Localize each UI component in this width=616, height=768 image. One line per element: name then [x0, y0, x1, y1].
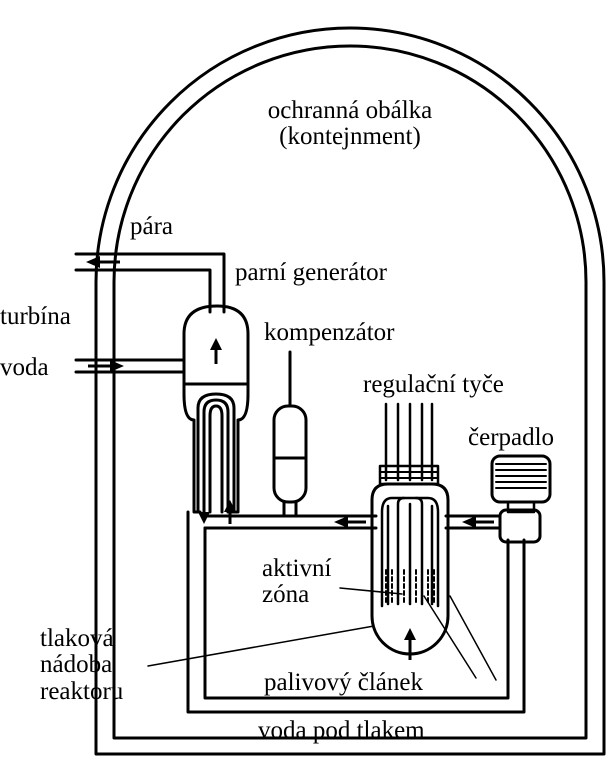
pump-body: [498, 508, 542, 544]
containment-label-line2: (kontejnment): [279, 123, 421, 151]
core-leader: [339, 587, 403, 595]
leader-lines: [147, 587, 497, 681]
pump-motor-ribs: [495, 463, 547, 489]
feedwater-pipe: [74, 358, 186, 374]
core-label-line2: zóna: [262, 581, 310, 609]
core-label: aktivní zóna: [262, 555, 332, 609]
steam-generator-label: parní generátor: [235, 259, 388, 286]
pump-label: čerpadlo: [468, 424, 555, 451]
core-label-line1: aktivní: [262, 555, 332, 582]
vessel-label-line2: nádoba: [40, 651, 113, 679]
steam-label: pára: [130, 213, 174, 240]
fuel-assembly-tubes: [380, 496, 440, 608]
water-label: voda: [0, 354, 49, 381]
sg-down-arrow-left: [198, 512, 210, 524]
steam-generator-shell: [182, 304, 250, 514]
steam-pipe: [74, 252, 226, 314]
flow-arrows: [86, 256, 494, 660]
primary-loop-inner-pipe: [203, 526, 510, 700]
fuel-leader-1: [423, 595, 477, 679]
containment-outer-wall: [94, 26, 606, 756]
control-rods-label: regulační tyče: [363, 371, 504, 398]
sg-up-arrow: [210, 338, 222, 350]
pressurizer-vessel: [272, 404, 308, 504]
vessel-label-line3: reaktoru: [40, 677, 124, 705]
core-fuel-dashes: [385, 569, 435, 605]
containment-label-line1: ochranná obálka: [267, 97, 433, 124]
vessel-label-line1: tlaková: [40, 625, 114, 652]
cold-leg-arrow: [462, 516, 476, 528]
pressurized-water-label: voda pod tlakem: [258, 717, 425, 744]
containment-inner-wall: [112, 44, 588, 740]
pressurizer-label: kompenzátor: [264, 319, 395, 346]
steam-out-arrow: [86, 256, 100, 268]
fuel-leader-2: [449, 595, 497, 681]
turbine-label: turbína: [0, 303, 71, 330]
control-rods: [384, 402, 434, 482]
primary-loop-outer-pipe: [186, 510, 526, 714]
pump-motor: [490, 454, 552, 504]
control-rod-drive-bands: [379, 471, 439, 479]
containment-label: ochranná obálka (kontejnment): [230, 97, 470, 151]
vessel-label: tlaková nádoba reaktoru: [40, 625, 124, 705]
core-up-arrow: [404, 628, 416, 640]
fuel-element-label: palivový článek: [264, 669, 423, 696]
water-in-arrow: [110, 360, 124, 372]
vessel-leader: [147, 625, 375, 667]
steam-generator-u-tubes: [196, 392, 236, 514]
pressurizer-connection: [282, 500, 298, 518]
hot-leg-arrow: [334, 516, 348, 528]
reactor-vessel: [370, 482, 450, 656]
pump-shaft-housing: [506, 500, 536, 514]
sg-up-arrow-right: [224, 500, 236, 512]
